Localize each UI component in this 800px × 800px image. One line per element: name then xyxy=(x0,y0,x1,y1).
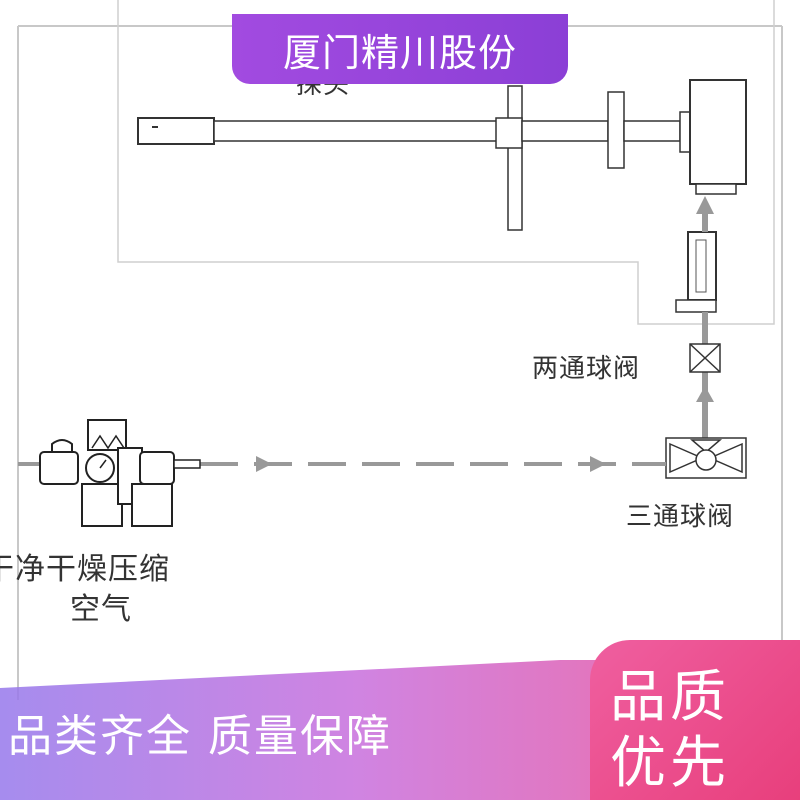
probe-flange-left xyxy=(507,85,523,231)
two-way-valve-symbol xyxy=(689,343,721,373)
probe-tip xyxy=(137,117,215,145)
probe-tube-2 xyxy=(521,120,609,142)
probe-assembly xyxy=(137,79,747,231)
probe-coupling xyxy=(495,117,523,149)
regulator-left-head xyxy=(39,451,79,485)
enclosure-outline xyxy=(117,0,775,325)
company-banner: 厦门精川股份 xyxy=(232,14,568,84)
probe-flange-right xyxy=(607,91,625,169)
probe-collar xyxy=(679,111,691,153)
horizontal-supply-line xyxy=(18,456,666,472)
probe-head-fittings xyxy=(695,183,737,195)
arrow-right-1 xyxy=(256,456,272,472)
air-label-line2: 空气 xyxy=(70,592,132,627)
regulator-right-head xyxy=(139,451,175,485)
arrow-right-2 xyxy=(590,456,606,472)
company-name: 厦门精川股份 xyxy=(282,30,517,75)
air-label-line1: 干净干燥压缩 xyxy=(0,552,170,587)
probe-tube xyxy=(213,120,505,142)
arrow-up-2 xyxy=(696,196,714,214)
three-way-valve-label: 三通球阀 xyxy=(626,502,735,532)
three-way-valve-symbol xyxy=(665,437,747,479)
badge-line-2: 优先 xyxy=(610,731,730,796)
regulator-outlet xyxy=(173,459,201,469)
arrow-up-1 xyxy=(696,386,714,402)
regulator-right-bowl xyxy=(131,483,173,527)
flowmeter-base xyxy=(675,299,717,313)
air-filter-regulator xyxy=(39,419,201,527)
flowmeter-scale xyxy=(695,239,707,293)
promo-slogan: 品类齐全 质量保障 xyxy=(8,711,392,762)
vertical-supply-line xyxy=(696,196,714,438)
probe-label: 探头 xyxy=(296,70,351,100)
regulator-left-bowl xyxy=(81,483,123,527)
probe-head-box xyxy=(689,79,747,185)
badge-line-1: 品质 xyxy=(610,665,730,730)
quality-badge xyxy=(590,640,800,800)
two-way-valve-label: 两通球阀 xyxy=(532,354,641,384)
flowmeter xyxy=(675,231,717,313)
probe-tube-3 xyxy=(623,120,681,142)
